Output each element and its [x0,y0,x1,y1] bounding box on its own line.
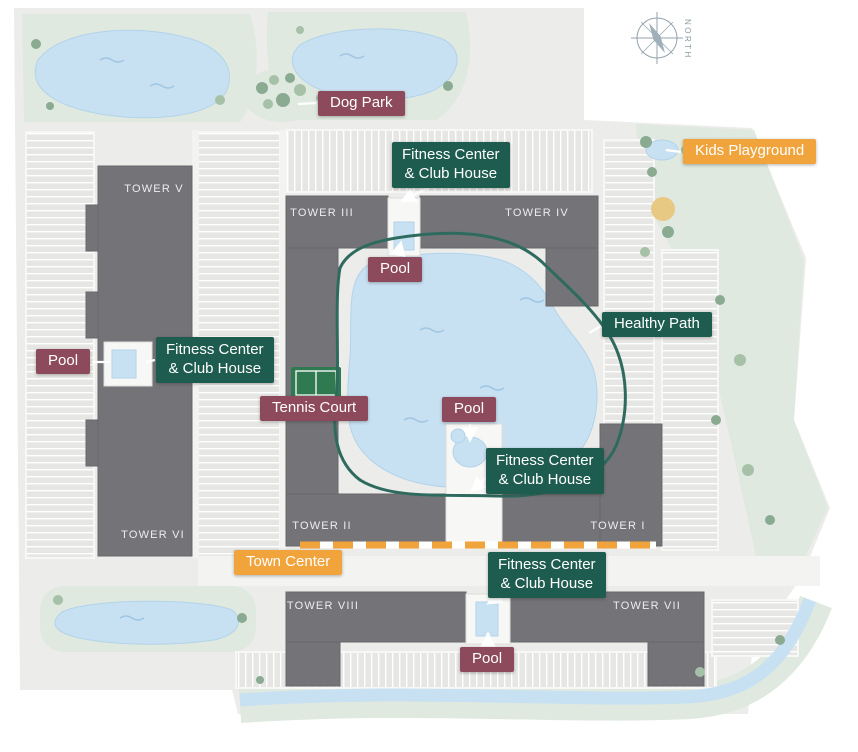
badge-town-center[interactable]: Town Center [234,550,343,575]
buildings [85,165,705,687]
badge-tennis-court[interactable]: Tennis Court [260,396,369,421]
badge-healthy-path[interactable]: Healthy Path [602,312,712,337]
tower-label-i: TOWER I [590,520,646,532]
building-tower-iii [285,195,389,249]
badge-fitness-center-bottom[interactable]: Fitness Center & Club House [488,552,606,598]
compass-label: NORTH [683,19,692,60]
badge-fitness-center-left-line1: Fitness Center [166,341,264,358]
pool-top-connector [390,240,406,258]
pool-bottom-water [475,601,499,637]
tower-label-iv: TOWER IV [505,207,569,219]
pool-left-water [111,349,137,379]
badge-fitness-center-left[interactable]: Fitness Center & Club House [156,337,274,383]
badge-fitness-center-left-line2: & Club House [168,360,262,377]
building-tower-iv [419,195,599,249]
pond-bottom-left [54,600,239,645]
badge-pool-bottom[interactable]: Pool [460,647,515,672]
water-bodies [34,28,817,707]
pond-top-center [291,28,458,101]
badge-pool-top[interactable]: Pool [368,257,423,282]
healthy-path-connector [588,325,602,334]
playground-pond [645,139,679,161]
building-tower-viii [285,591,467,643]
tower-label-vii: TOWER VII [612,600,682,612]
tennis-court-graphic [291,367,341,399]
tower-label-ii: TOWER II [292,520,352,532]
canal-bottom [239,597,817,707]
kids-playground-connector [665,148,682,154]
badge-kids-playground[interactable]: Kids Playground [683,139,817,164]
badge-fitness-center-mid-line2: & Club House [498,471,592,488]
badge-fitness-center-top-line2: & Club House [404,165,498,182]
badge-fitness-center-bottom-line1: Fitness Center [498,556,596,573]
fitness-left-connector [145,358,156,364]
badge-fitness-center-bottom-line2: & Club House [500,575,594,592]
pond-top-left [34,29,230,119]
tower-label-v: TOWER V [124,183,184,195]
compass-icon: NORTH [631,12,692,64]
trees [31,26,785,684]
tower-label-viii: TOWER VIII [286,600,360,612]
building-tower-i [501,493,601,547]
playground-sand [651,197,675,221]
badge-dog-park[interactable]: Dog Park [318,91,405,116]
tower-label-vi: TOWER VI [121,529,185,541]
fitness-mid-connector [470,476,487,493]
badge-fitness-center-mid[interactable]: Fitness Center & Club House [486,448,604,494]
badge-fitness-center-mid-line1: Fitness Center [496,452,594,469]
water-waves [99,53,545,621]
badge-pool-mid[interactable]: Pool [442,397,497,422]
healthy-path-line [333,231,627,498]
badge-fitness-center-top-line1: Fitness Center [402,146,500,163]
badge-pool-left[interactable]: Pool [36,349,91,374]
building-tower-vii [509,591,705,643]
dog-park-connector [297,101,317,106]
badge-fitness-center-top[interactable]: Fitness Center & Club House [392,142,510,188]
tower-label-iii: TOWER III [290,207,354,219]
